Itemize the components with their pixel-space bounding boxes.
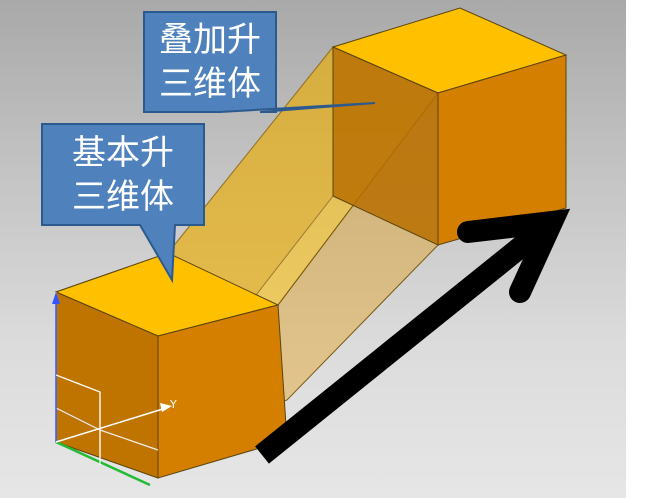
callout-basic xyxy=(41,123,205,284)
callout-superimposed-label: 叠加升 三维体 xyxy=(159,20,261,104)
direction-arrow-icon xyxy=(255,208,571,464)
triad-frame xyxy=(55,374,101,465)
near-block[interactable] xyxy=(54,252,288,479)
callout-superimposed xyxy=(143,11,376,113)
callout-basic-shape xyxy=(41,123,205,284)
y-axis-label: Y xyxy=(170,398,177,411)
y-axis xyxy=(55,407,167,443)
y-axis-arrowhead xyxy=(160,403,172,412)
coordinate-triad-icon xyxy=(52,292,172,487)
graphics-viewport[interactable]: 叠加升 三维体 基本升 三维体 Y xyxy=(0,0,626,498)
far-block[interactable] xyxy=(331,7,568,246)
x-axis xyxy=(55,440,151,487)
callout-superimposed-shape xyxy=(143,11,376,113)
far-block-side-face xyxy=(332,46,439,246)
z-axis-arrowhead xyxy=(52,292,60,304)
callout-basic-label: 基本升 三维体 xyxy=(72,133,174,217)
3d-model-scene[interactable] xyxy=(0,0,626,498)
